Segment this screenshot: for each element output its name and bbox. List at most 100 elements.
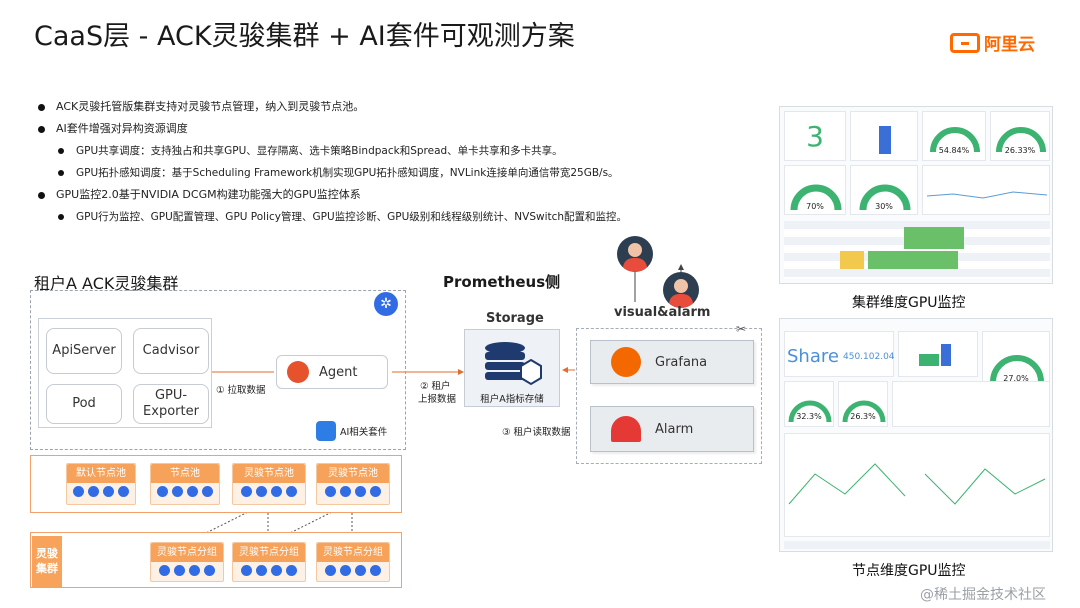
- prometheus-agent-icon: [287, 361, 309, 383]
- node-icon: [88, 486, 99, 497]
- storage-label: 租户A指标存储: [480, 394, 544, 405]
- gauge-value: 26.33%: [1004, 146, 1036, 155]
- bar-card: [898, 331, 978, 377]
- component-apiserver: ApiServer: [46, 328, 122, 374]
- step1-label: ① 拉取数据: [216, 385, 266, 396]
- gauge-icon: [930, 127, 980, 153]
- agent-label: Agent: [319, 364, 358, 380]
- node-group: 灵骏节点分组: [316, 542, 390, 582]
- alarm-box: Alarm: [590, 406, 754, 452]
- node-icon: [325, 486, 336, 497]
- node-pool: 默认节点池: [66, 463, 136, 505]
- node-pool-label: 默认节点池: [67, 464, 135, 483]
- component-cadvisor: Cadvisor: [133, 328, 209, 374]
- heat-cell: [904, 227, 964, 249]
- gauge-card: 26.33%: [990, 111, 1050, 161]
- gauge-card: 32.3%: [784, 381, 834, 427]
- gauge-card: 30%: [850, 165, 918, 215]
- step2-label-line1: ② 租户: [420, 381, 451, 392]
- visual-alarm-box: [576, 328, 762, 464]
- heat-cell: [840, 251, 864, 269]
- share-number: 450.102.04: [843, 352, 895, 362]
- node-dashboard-screenshot: Share 450.102.04 27.0% 32.3% 26.3%: [779, 318, 1053, 552]
- node-icon: [202, 486, 213, 497]
- bullet-list: ACK灵骏托管版集群支持对灵骏节点管理，纳入到灵骏节点池。 AI套件增强对异构资…: [38, 96, 627, 228]
- node-icon: [241, 565, 252, 576]
- node-pool-label: 灵骏节点池: [317, 464, 389, 483]
- gauge-icon: [996, 127, 1046, 153]
- prometheus-title: Prometheus侧: [443, 273, 561, 291]
- cluster-title: 租户A ACK灵骏集群: [34, 274, 179, 293]
- node-icon: [73, 486, 84, 497]
- gauge-icon: [842, 400, 886, 423]
- agent-box: Agent: [276, 355, 388, 389]
- aliyun-logo: 阿里云: [950, 30, 1035, 55]
- node-pool-label: 灵骏节点池: [233, 464, 305, 483]
- sub-bullet-item: GPU行为监控、GPU配置管理、GPU Policy管理、GPU监控诊断、GPU…: [38, 206, 627, 228]
- node-group-label: 灵骏节点分组: [233, 543, 305, 562]
- ai-suite-label: AI相关套件: [340, 427, 388, 438]
- grafana-label: Grafana: [655, 354, 708, 370]
- gauge-icon: [788, 400, 832, 423]
- component-gpu-exporter: GPU- Exporter: [133, 384, 209, 424]
- cluster-dashboard-screenshot: 3 54.84% 26.33% 70% 30%: [779, 106, 1053, 284]
- line-chart: [788, 463, 1046, 505]
- node-icon: [157, 486, 168, 497]
- bullet-item: ACK灵骏托管版集群支持对灵骏节点管理，纳入到灵骏节点池。: [38, 96, 627, 118]
- sub-bullet-item: GPU拓扑感知调度：基于Scheduling Framework机制实现GPU拓…: [38, 162, 627, 184]
- node-icon: [256, 486, 267, 497]
- storage-title: Storage: [486, 311, 544, 326]
- table-strip: [784, 541, 1050, 549]
- kubernetes-icon: ✲: [374, 292, 398, 316]
- scissors-icon: ✂: [736, 322, 747, 336]
- stat-card: 3: [784, 111, 846, 161]
- ai-suite-icon: [316, 421, 336, 441]
- heat-cell: [868, 251, 958, 269]
- empty-panel: [892, 381, 1050, 427]
- node-group: 灵骏节点分组: [150, 542, 224, 582]
- node-icon: [271, 565, 282, 576]
- node-pool-label: 节点池: [151, 464, 219, 483]
- ling-cluster-label: 灵骏 集群: [32, 536, 62, 588]
- node-icon: [174, 565, 185, 576]
- line-charts-panel: [784, 433, 1050, 537]
- node-icon: [172, 486, 183, 497]
- node-icon: [187, 486, 198, 497]
- bar-mark: [879, 126, 891, 154]
- node-icon: [355, 565, 366, 576]
- gauge-value: 26.3%: [850, 412, 876, 421]
- node-icon: [204, 565, 215, 576]
- node-caption: 节点维度GPU监控: [852, 563, 966, 579]
- table-panel: [784, 221, 1050, 279]
- alarm-label: Alarm: [655, 421, 694, 437]
- node-group-label: 灵骏节点分组: [151, 543, 223, 562]
- gauge-icon: [990, 355, 1044, 383]
- gauge-value: 70%: [806, 202, 824, 211]
- node-pool: 灵骏节点池: [316, 463, 390, 505]
- node-icon: [189, 565, 200, 576]
- step2-label-line2: 上报数据: [418, 394, 457, 405]
- gauge-card: 26.3%: [838, 381, 888, 427]
- ai-suite: AI相关套件: [316, 421, 387, 441]
- node-icon: [340, 565, 351, 576]
- node-icon: [286, 486, 297, 497]
- node-icon: [103, 486, 114, 497]
- node-group: 灵骏节点分组: [232, 542, 306, 582]
- bar-mark: [919, 354, 939, 366]
- storage-box: [464, 329, 560, 407]
- node-group-label: 灵骏节点分组: [317, 543, 389, 562]
- gauge-value: 27.0%: [1003, 374, 1029, 383]
- step3-label: ③ 租户读取数据: [502, 427, 571, 438]
- gauge-card: 70%: [784, 165, 846, 215]
- watermark: @稀土掘金技术社区: [920, 587, 1046, 603]
- gauge-card: 54.84%: [922, 111, 986, 161]
- database-icon: [485, 342, 542, 386]
- line-chart: [926, 191, 1048, 199]
- node-icon: [325, 565, 336, 576]
- gauge-value: 32.3%: [796, 412, 822, 421]
- gauge-value: 54.84%: [938, 146, 970, 155]
- node-pool: 灵骏节点池: [232, 463, 306, 505]
- share-card: Share 450.102.04: [784, 331, 895, 377]
- node-icon: [370, 565, 381, 576]
- cluster-dashed-box: [30, 290, 406, 450]
